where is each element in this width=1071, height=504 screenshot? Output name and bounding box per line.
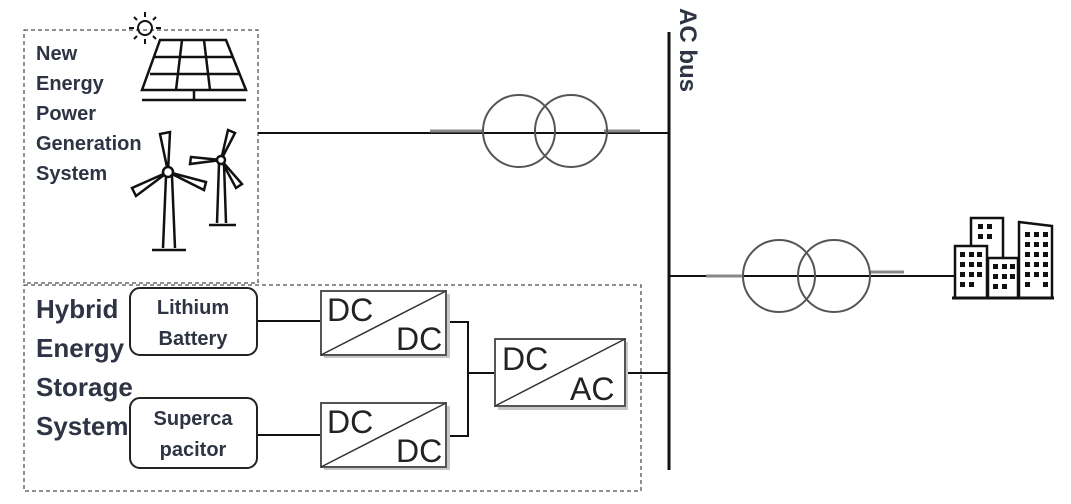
dcdc-bottom-output-label: DC <box>396 433 442 469</box>
transformer-icon <box>706 239 904 313</box>
sun-icon <box>129 12 161 44</box>
ac-bus-label: AC bus <box>674 8 701 92</box>
new-energy-label-line: System <box>36 163 107 185</box>
supercapacitor-label-line: pacitor <box>160 439 227 461</box>
new-energy-group-box <box>23 29 259 284</box>
transformer-icon <box>430 94 640 168</box>
lithium-battery-label-line: Lithium <box>157 297 229 319</box>
dcdc-top-output-label: DC <box>396 321 442 357</box>
new-energy-label-line: Power <box>36 103 96 125</box>
hess-label-line: Hybrid <box>36 294 118 324</box>
hess-group-box <box>23 284 642 492</box>
city-buildings-icon <box>952 216 1054 300</box>
new-energy-label: New Energy Power Generation System <box>36 43 142 185</box>
hess-wiring <box>258 320 669 437</box>
hess-label: Hybrid Energy Storage System <box>36 294 133 441</box>
wind-turbine-icon <box>130 128 244 252</box>
dcdc-converter-top: DC DC <box>320 290 450 358</box>
lithium-battery-box: Lithium Battery <box>129 287 258 356</box>
dcac-output-label: AC <box>570 371 614 407</box>
hess-label-line: Energy <box>36 333 125 363</box>
solar-panel-icon <box>140 38 248 102</box>
hess-label-line: System <box>36 411 129 441</box>
dcac-input-label: DC <box>502 341 548 377</box>
dcac-inverter: DC AC <box>494 338 628 410</box>
lithium-battery-label-line: Battery <box>159 328 229 350</box>
supercapacitor-box: Superca pacitor <box>129 397 258 469</box>
dcdc-converter-bottom: DC DC <box>320 402 450 470</box>
new-energy-label-line: New <box>36 43 78 65</box>
dcdc-bottom-input-label: DC <box>327 404 373 440</box>
new-energy-label-line: Energy <box>36 73 105 95</box>
new-energy-label-line: Generation <box>36 133 142 155</box>
dcdc-top-input-label: DC <box>327 292 373 328</box>
hess-label-line: Storage <box>36 372 133 402</box>
supercapacitor-label-line: Superca <box>154 408 234 430</box>
